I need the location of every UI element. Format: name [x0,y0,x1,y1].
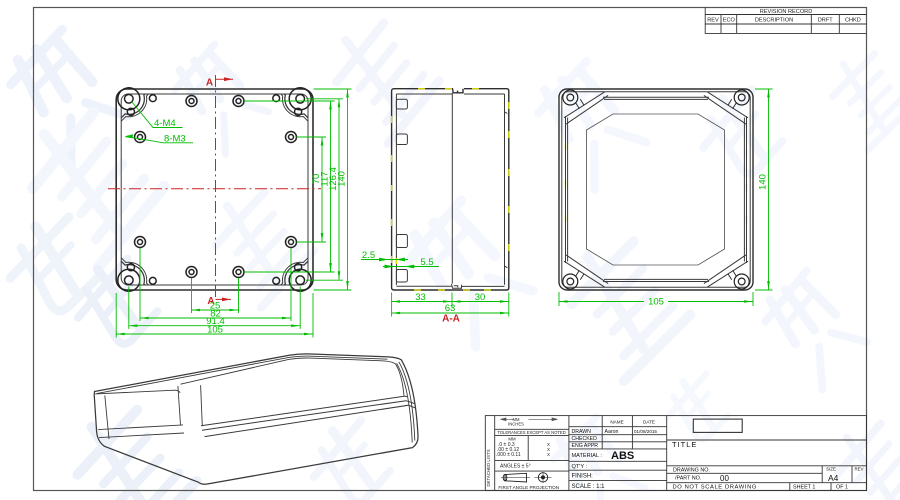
svg-text:DETACHED LISTS: DETACHED LISTS [486,449,491,486]
svg-text:FINISH:: FINISH: [572,474,594,480]
svg-text:.00 ± 0.12: .00 ± 0.12 [497,447,519,453]
svg-text:8-M3: 8-M3 [164,134,186,145]
svg-text:CHKD: CHKD [845,18,861,24]
svg-text:REVISION RECORD: REVISION RECORD [760,9,813,15]
svg-text:126.4: 126.4 [328,167,339,191]
svg-text:2.5: 2.5 [362,250,375,261]
svg-text:DO NOT SCALE DRAWING: DO NOT SCALE DRAWING [673,485,757,491]
svg-text:82: 82 [210,309,221,320]
svg-text:ABS: ABS [611,450,634,462]
svg-text:QT'Y :: QT'Y : [572,464,588,470]
svg-text:A4: A4 [828,473,839,483]
svg-text:140: 140 [758,174,769,190]
svg-text:63: 63 [445,303,456,314]
svg-text:X: X [547,447,550,452]
svg-text:ENG APPR: ENG APPR [572,443,599,449]
svg-text:5.5: 5.5 [420,257,433,268]
svg-text:TOLERANCES EXCEPT AS NOTED: TOLERANCES EXCEPT AS NOTED [497,430,566,435]
svg-text:30: 30 [475,292,486,303]
svg-text:70: 70 [311,174,322,185]
svg-text:X: X [547,442,550,447]
svg-text:REV: REV [707,18,719,24]
svg-text:OF 1: OF 1 [836,484,848,490]
svg-text:MM: MM [513,417,520,422]
svg-text:DRAWING NO.: DRAWING NO. [673,468,710,474]
svg-text:SHEET 1: SHEET 1 [793,484,815,490]
svg-text:/PART NO.: /PART NO. [675,476,701,482]
svg-text:105: 105 [207,325,223,336]
svg-text:NAME: NAME [610,420,623,425]
svg-text:33: 33 [415,292,426,303]
svg-text:DATE: DATE [643,420,655,425]
svg-text:A: A [207,296,214,307]
svg-text:.0 ± 0.3: .0 ± 0.3 [498,442,515,448]
svg-text:DRAWN: DRAWN [572,429,592,435]
svg-text:CHECKED: CHECKED [572,436,598,442]
svg-text:25: 25 [210,301,221,312]
svg-text:105: 105 [648,297,664,308]
svg-text:DESCRIPTION: DESCRIPTION [755,18,793,24]
svg-text:MM: MM [508,437,516,442]
svg-text:.000 ± 0.11: .000 ± 0.11 [496,452,521,458]
svg-text:91.4: 91.4 [206,316,225,327]
svg-text:00: 00 [720,474,729,483]
svg-text:ECO: ECO [723,18,736,24]
svg-text:SCALE : 1:1: SCALE : 1:1 [572,484,606,490]
svg-text:MATERIAL :: MATERIAL : [572,453,603,459]
svg-text:4-M4: 4-M4 [154,118,176,129]
svg-text:140: 140 [337,171,348,187]
svg-text:REV: REV [854,467,863,472]
svg-text:117: 117 [320,171,331,186]
svg-text:A: A [206,78,213,89]
svg-text:A-A: A-A [442,314,460,325]
svg-text:X: X [547,452,550,457]
svg-text:INCHES: INCHES [508,422,524,427]
svg-text:01/08/2015: 01/08/2015 [634,429,657,434]
svg-text:ANGLES ± 5°: ANGLES ± 5° [500,464,531,470]
svg-text:TITLE: TITLE [672,440,697,449]
svg-text:Aaron: Aaron [605,429,619,435]
svg-text:DRFT: DRFT [818,18,833,24]
svg-text:SIZE: SIZE [826,467,836,472]
svg-text:FIRST ANGLE PROJECTION: FIRST ANGLE PROJECTION [498,485,559,490]
